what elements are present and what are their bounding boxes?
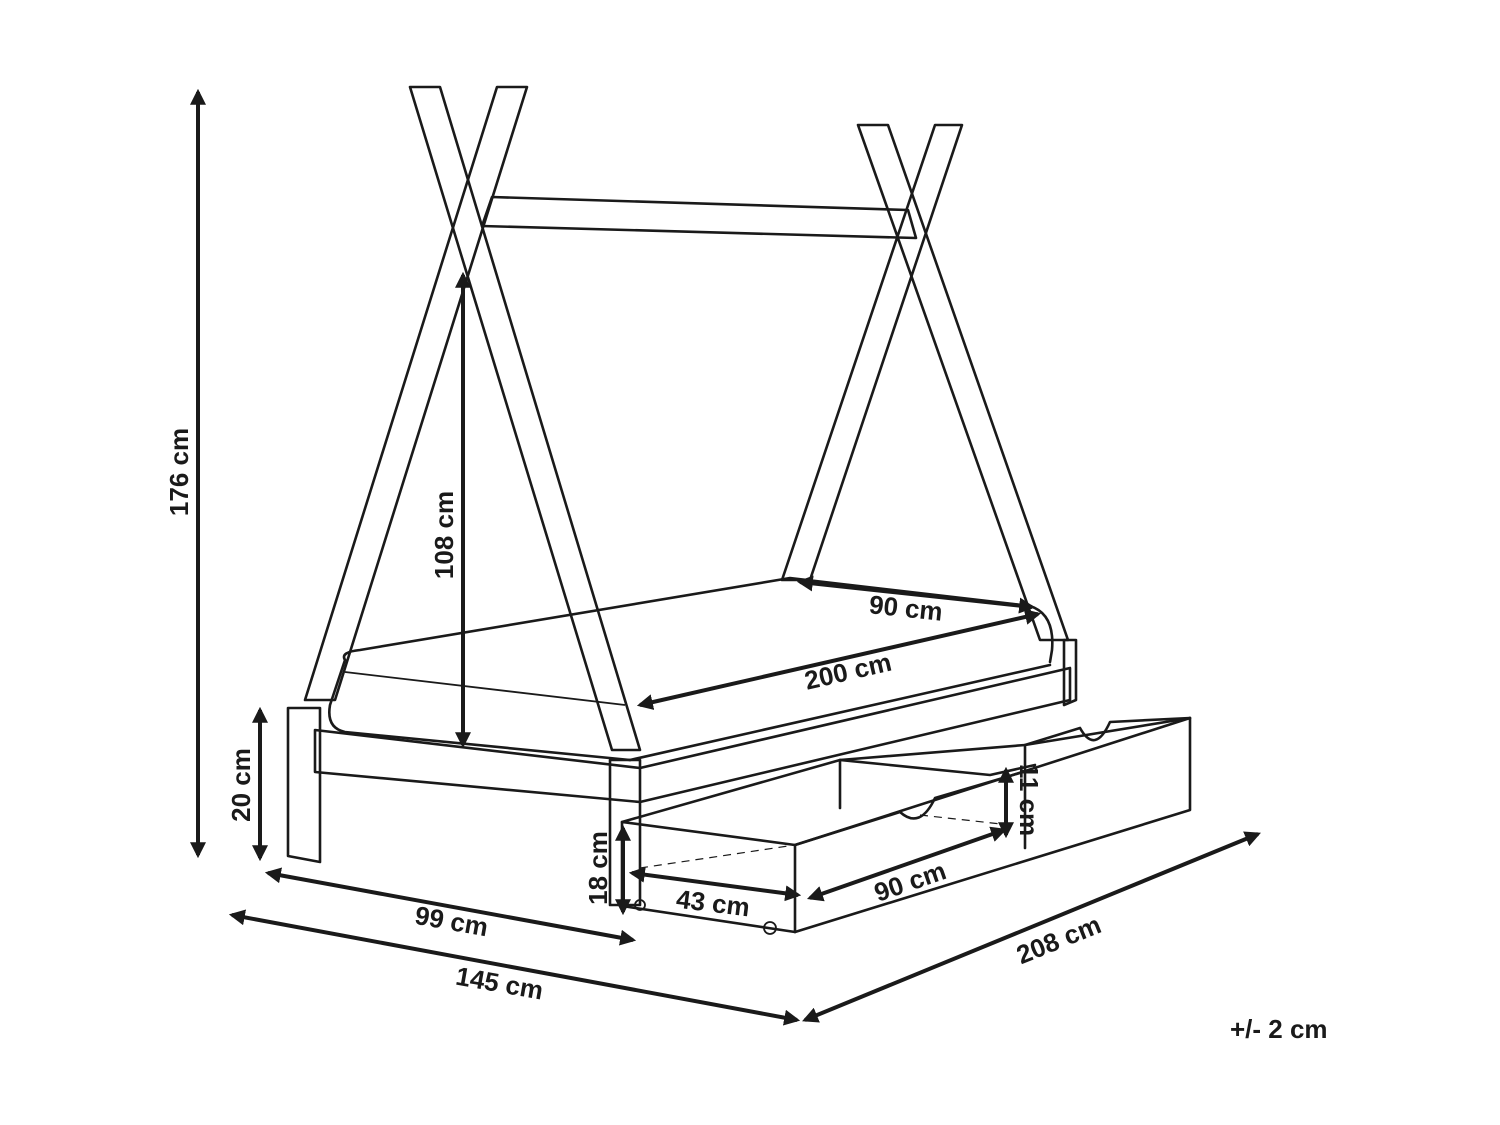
label-total-length: 208 cm [1012, 909, 1105, 970]
dimension-lines [190, 88, 1261, 1026]
dim-total-length [802, 831, 1261, 1023]
label-drawer-inner-height: 11 cm [1014, 764, 1044, 836]
label-drawer-height: 18 cm [583, 831, 613, 905]
leg-front-left [286, 706, 322, 864]
bed-frame [286, 638, 1078, 907]
label-bed-width: 99 cm [413, 900, 491, 942]
label-mattress-length: 200 cm [802, 647, 895, 696]
dim-mattress-width [796, 575, 1036, 614]
dimension-labels: 176 cm 108 cm 20 cm 90 cm 200 cm 18 cm 1… [164, 428, 1328, 1044]
left-teepee-frame [303, 85, 642, 752]
leg-back-right [1062, 638, 1078, 707]
ridge-beam [480, 195, 918, 240]
dim-drawer-depth [628, 866, 802, 902]
mattress [328, 576, 1054, 762]
label-frame-height: 20 cm [226, 748, 256, 822]
tolerance-note: +/- 2 cm [1230, 1014, 1328, 1044]
label-canopy-height: 108 cm [429, 491, 459, 579]
label-footprint-width: 145 cm [454, 961, 546, 1006]
leg-front-mid [608, 758, 642, 907]
dim-footprint-width [228, 909, 801, 1026]
label-total-height: 176 cm [164, 428, 194, 516]
right-teepee-frame [780, 123, 1070, 642]
drawers [620, 716, 1192, 935]
label-mattress-width: 90 cm [868, 589, 944, 627]
dim-mattress-length [636, 609, 1042, 710]
